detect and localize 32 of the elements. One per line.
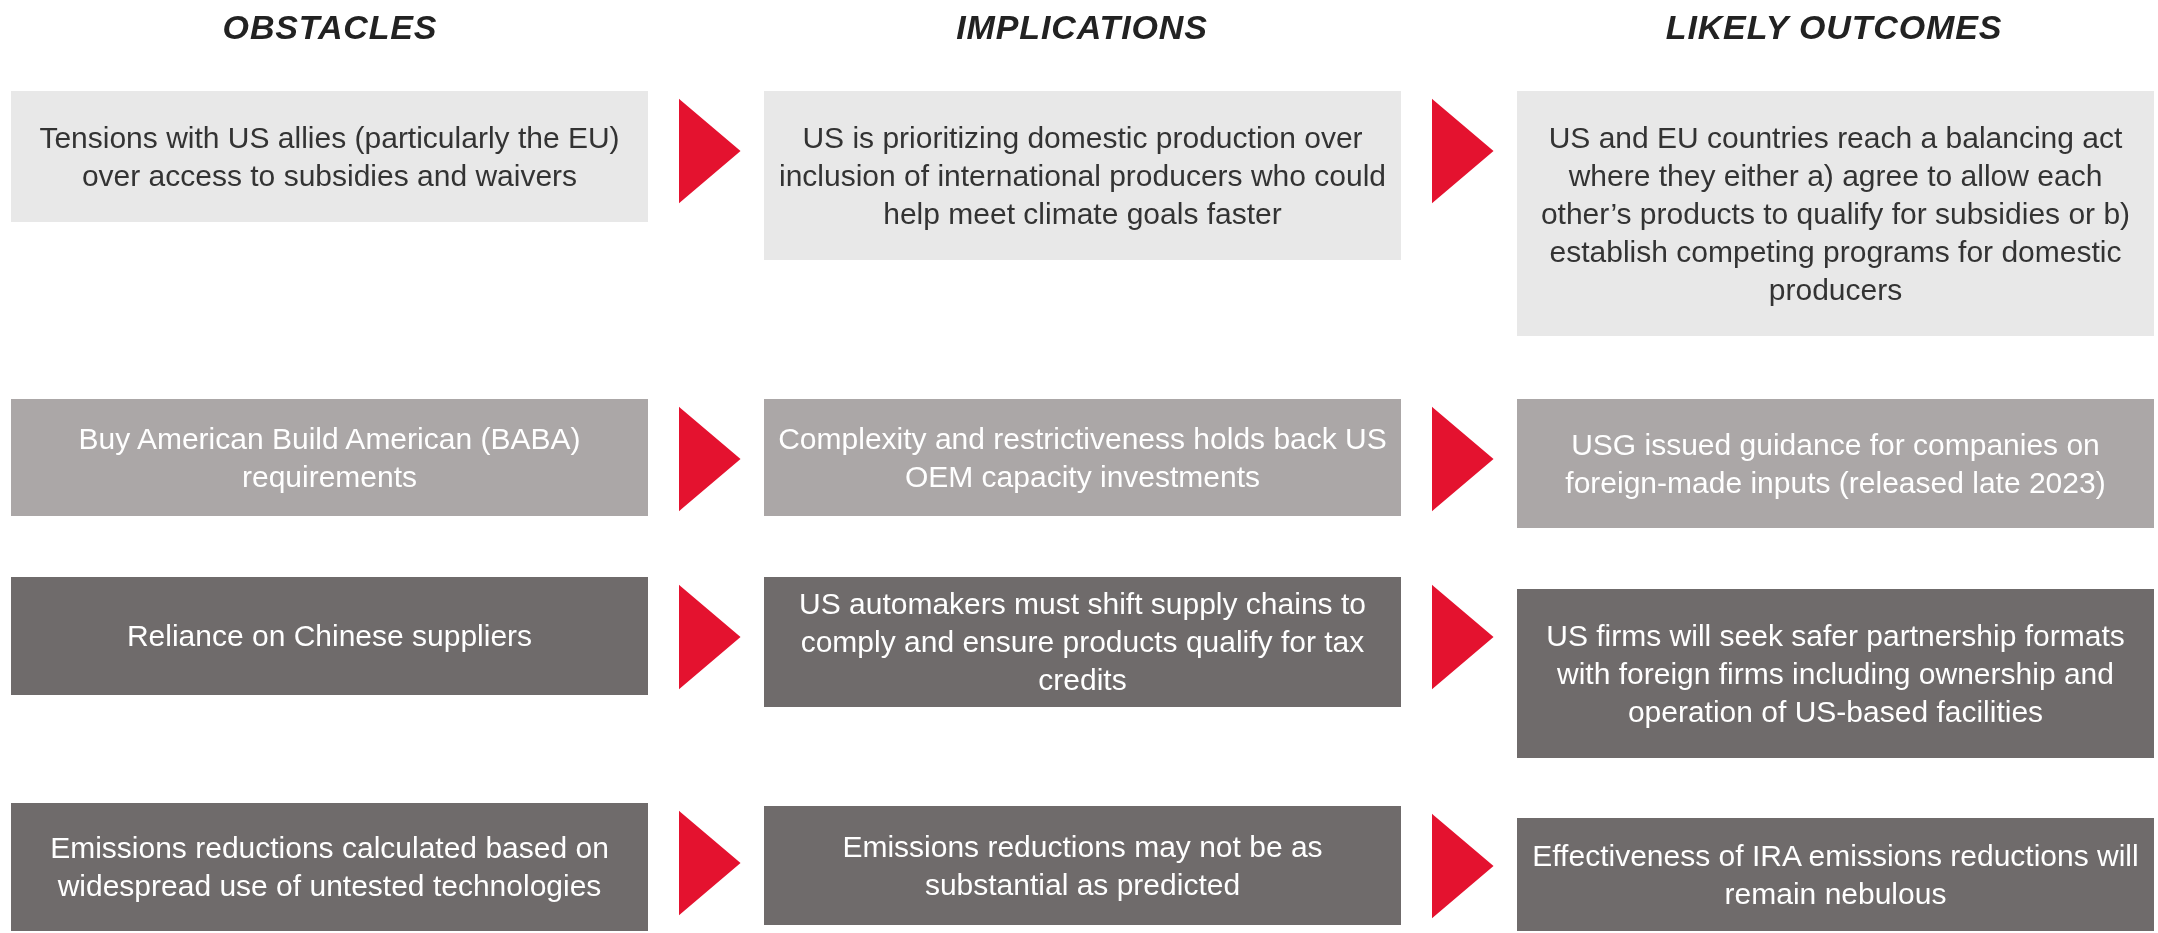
text-box: [1517, 399, 2154, 528]
arrow: [679, 810, 741, 916]
box-text: USG issued guidance for companies on foreign-made inputs (released late 2023): [1564, 426, 2107, 501]
arrow: [679, 584, 741, 690]
arrow: [679, 406, 741, 512]
box-text: Tensions with US allies (particularly the EU) over access to subsidies and waivers: [38, 119, 621, 194]
arrow: [679, 98, 741, 204]
box-text: Complexity and restrictiveness holds back US OEM capacity investments: [777, 420, 1388, 495]
text-box: [11, 803, 648, 931]
box-text: Effectiveness of IRA emissions reductions will remain nebulous: [1531, 837, 2140, 912]
text-box: [11, 399, 648, 516]
text-box: [764, 806, 1401, 925]
box-text: Buy American Build American (BABA) requirements: [77, 420, 582, 495]
column-heading: LIKELY OUTCOMES: [1665, 8, 2003, 46]
column-heading: IMPLICATIONS: [956, 8, 1208, 46]
column-heading: OBSTACLES: [222, 8, 438, 46]
text-box: [764, 399, 1401, 516]
arrow: [1432, 584, 1494, 690]
text-box: [1517, 589, 2154, 758]
box-text: US is prioritizing domestic production over inclusion of international producers who could help meet climate goals faster: [778, 119, 1387, 232]
arrow: [1432, 98, 1494, 204]
box-text: US firms will seek safer partnership formats with foreign firms including ownership and operation of US-based facilities: [1545, 617, 2126, 730]
box-text: US automakers must shift supply chains to comply and ensure products qualify for tax credits: [798, 586, 1367, 698]
arrow: [1432, 813, 1494, 919]
box-text: Reliance on Chinese suppliers: [126, 618, 533, 654]
box-text: Emissions reductions may not be as substantial as predicted: [841, 828, 1324, 903]
text-box: [11, 577, 648, 695]
text-box: [764, 577, 1401, 707]
arrow: [1432, 406, 1494, 512]
text-box: [1517, 818, 2154, 931]
box-text: US and EU countries reach a balancing act where they either a) agree to allow each other’s products to qualify for subsidies or b) establish competing programs for domestic producers: [1539, 119, 2132, 308]
box-text: Emissions reductions calculated based on widespread use of untested technologies: [49, 830, 610, 904]
